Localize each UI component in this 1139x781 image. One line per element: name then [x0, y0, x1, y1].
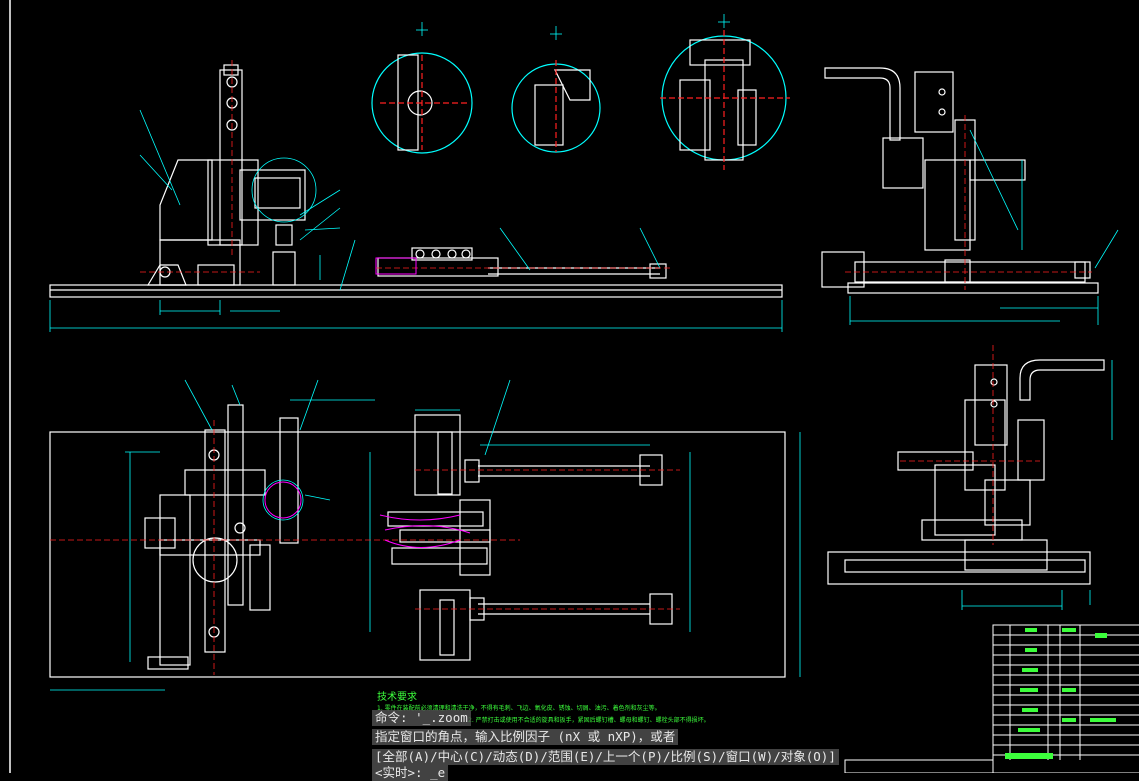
- side-view-dims: [849, 129, 1119, 325]
- top-view-highlights: [264, 481, 471, 548]
- top-view-dims: [50, 379, 801, 691]
- technical-requirement-2: 2. 严禁打击或使用不合适的旋具和扳手，紧固后螺钉槽、螺母和螺钉、螺栓头部不得损…: [468, 717, 710, 724]
- front-view-highlight: [375, 257, 417, 275]
- command-history-1: 命令: '_.zoom: [372, 710, 471, 726]
- side-view-centers: [845, 115, 1092, 290]
- side-view-2-dims: [961, 360, 1113, 610]
- command-history-2: 指定窗口的角点，输入比例因子 (nX 或 nXP)，或者: [372, 729, 679, 745]
- bom-fill: [1005, 628, 1116, 759]
- command-options[interactable]: [全部(A)/中心(C)/动态(D)/范围(E)/上一个(P)/比例(S)/窗口…: [372, 749, 839, 765]
- front-view-dims: [49, 109, 783, 332]
- detail-views: [371, 30, 790, 170]
- technical-requirements-title: 技术要求: [377, 692, 417, 703]
- command-input[interactable]: <实时>: _e: [372, 765, 449, 781]
- bill-of-materials: [844, 624, 1139, 773]
- command-prompt: 命令:: [375, 710, 408, 725]
- side-view-2-centers: [900, 345, 1040, 545]
- side-view-2: [827, 359, 1105, 585]
- technical-requirement-1: 1. 零件在装配前必须清理和清洗干净，不得有毛刺、飞边、氧化皮、锈蚀、切屑、油污…: [377, 705, 661, 712]
- front-view-centers: [140, 60, 670, 273]
- detail-markers: [416, 14, 730, 40]
- top-view-centers: [50, 420, 680, 675]
- command-zoom: '_.zoom: [415, 710, 468, 725]
